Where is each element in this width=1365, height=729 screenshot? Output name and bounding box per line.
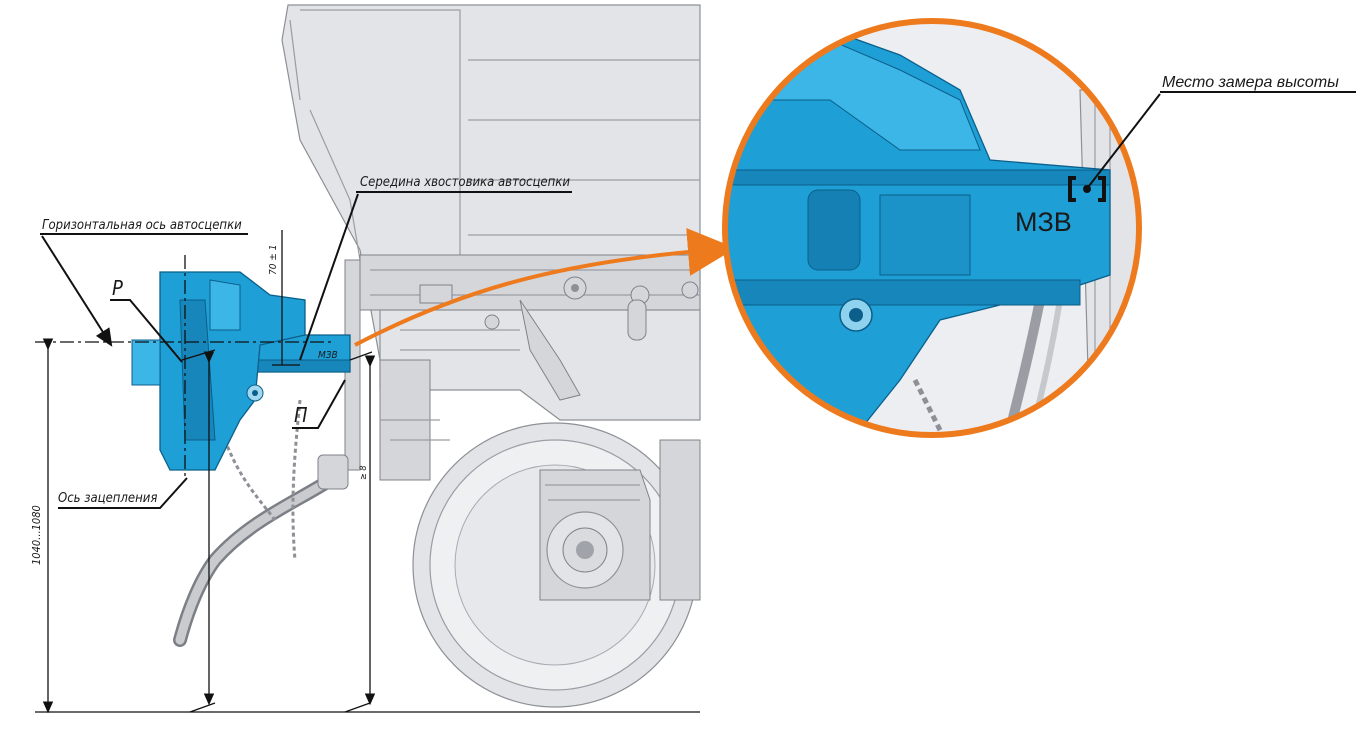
leader-lines <box>40 191 572 509</box>
point-p-cyr-label: П <box>294 403 308 427</box>
zoom-detail <box>722 18 1356 438</box>
zoom-mzv-label: МЗВ <box>1015 207 1072 237</box>
wheelset <box>412 422 701 708</box>
shank-middle-label: Середина хвостовика автосцепки <box>360 175 570 190</box>
point-p-latin-label: Р <box>112 276 123 300</box>
air-hose <box>173 399 349 647</box>
horizontal-axis-label: Горизонтальная ось автосцепки <box>42 218 242 233</box>
dim-height-label: 1040...1080 <box>30 505 43 565</box>
zoom-title-label: Место замера высоты <box>1162 74 1339 91</box>
wagon-body <box>281 4 701 481</box>
automatic-coupler <box>131 271 351 471</box>
zoom-connector-arrow <box>354 227 736 347</box>
dim-70-label: 70 ± 1 <box>268 245 279 275</box>
mzv-small-label: МЗВ <box>318 350 338 361</box>
dimension-lines <box>35 230 700 714</box>
coupling-axis-label: Ось зацепления <box>58 491 157 506</box>
dim-small-vertical-label: ≥ 8 <box>359 465 369 480</box>
